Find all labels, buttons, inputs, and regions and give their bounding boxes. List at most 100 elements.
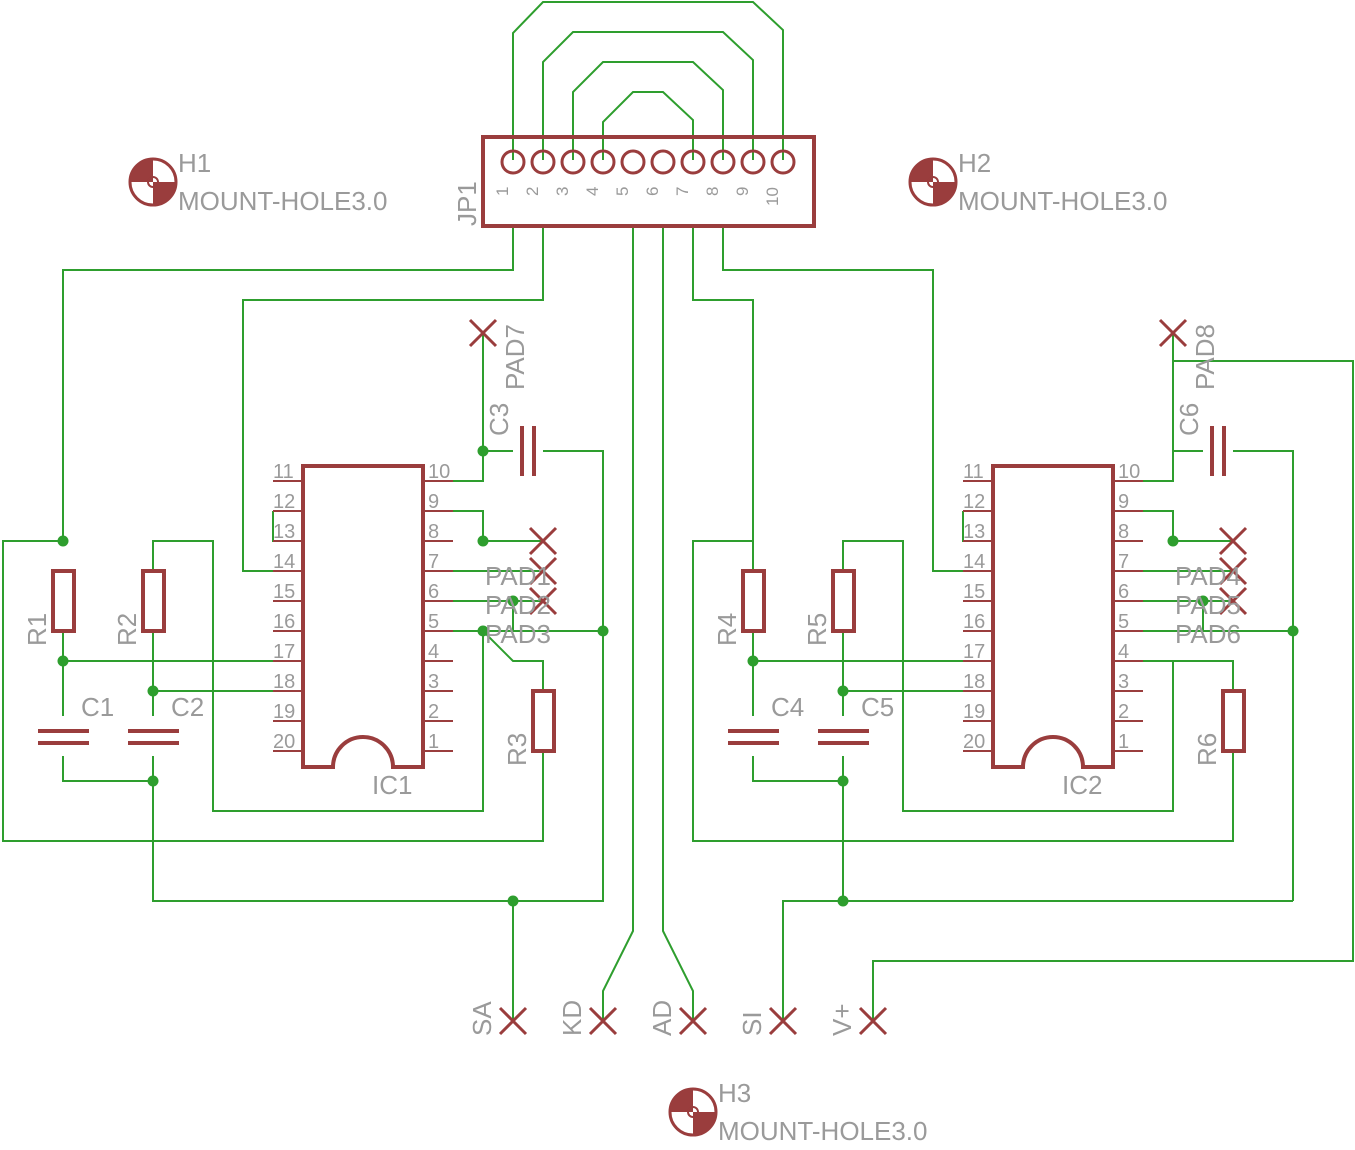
connector-jp1: 1 2 3 4 5 6 7 8 9 10 JP1 — [452, 135, 816, 228]
junction-dot — [147, 685, 159, 697]
resistor-ref-label: R6 — [1192, 733, 1222, 766]
ic-pin-number: 20 — [963, 731, 985, 753]
ic2-body — [991, 464, 1115, 769]
net-r5-top — [842, 540, 1234, 812]
mount-hole-quadrant — [910, 159, 933, 182]
ic1-body — [301, 464, 425, 769]
ic-pin-number: 7 — [428, 551, 439, 573]
pad-label: PAD8 — [1190, 324, 1220, 390]
jp1-pin-2 — [530, 149, 556, 175]
resistor-body — [141, 569, 166, 633]
resistors: R1 R2 R3 R4 R5 R6 — [22, 569, 1246, 766]
jp1-pin-label: 1 — [493, 187, 512, 196]
resistor-ref-label: R2 — [112, 613, 142, 646]
jp1-pin-9 — [740, 149, 766, 175]
pad-x-icon — [468, 318, 498, 348]
resistor-body — [1221, 689, 1246, 753]
pad-label: SI — [737, 1011, 767, 1036]
ic-pin-number: 8 — [1118, 521, 1129, 543]
capacitor-c1: C1 — [38, 692, 114, 745]
mount-hole-quadrant — [153, 182, 176, 205]
mount-hole-quadrant — [933, 182, 956, 205]
junction-dot — [57, 655, 69, 667]
h2-value-label: MOUNT-HOLE3.0 — [958, 186, 1168, 216]
pad-ad: AD — [647, 1000, 708, 1036]
junction-dot — [837, 685, 849, 697]
junction-dot — [477, 625, 489, 637]
jp1-ref-label: JP1 — [452, 181, 482, 226]
h2-ref-label: H2 — [958, 148, 991, 178]
pad-label: PAD3 — [485, 619, 551, 649]
junction-dot — [1167, 535, 1179, 547]
jp1-pin-6 — [650, 149, 676, 175]
net-ic1-10-c3 — [453, 450, 513, 482]
pads: PAD7 PAD8 PAD1 PAD2 PAD3 PAD4 PAD5 PAD6 — [468, 318, 1248, 649]
h1-ref-label: H1 — [178, 148, 211, 178]
jp1-pin-1 — [500, 149, 526, 175]
pad-x-icon — [528, 526, 558, 556]
net-pin8-ic2-15 — [722, 225, 963, 572]
resistor-r4: R4 — [712, 569, 766, 646]
mount-hole-quadrant — [130, 159, 153, 182]
pad-label: PAD7 — [500, 324, 530, 390]
bottom-pads: SA KD AD SI V+ — [467, 1000, 888, 1036]
net-c4-gnd — [752, 756, 843, 782]
ic-pin-number: 16 — [963, 611, 985, 633]
ic-pin-number: 18 — [273, 671, 295, 693]
net-ic2-10-c6 — [1143, 450, 1203, 482]
mount-hole-center — [147, 176, 159, 188]
net-r3-top — [482, 630, 544, 691]
pad-x-icon — [528, 586, 558, 616]
pad-label: PAD4 — [1175, 561, 1241, 591]
resistor-body — [831, 569, 856, 633]
jp1-pin-label: 6 — [643, 187, 662, 196]
ic-pin-number: 17 — [273, 641, 295, 663]
ic-pin-number: 19 — [963, 701, 985, 723]
capacitor-c3: C3 — [484, 403, 536, 476]
jp1-pin-label: 5 — [613, 187, 632, 196]
mount-hole-quadrant — [693, 1112, 716, 1135]
resistor-r3: R3 — [502, 689, 556, 766]
mount-hole-h3: H3 MOUNT-HOLE3.0 — [668, 1078, 928, 1146]
h1-value-label: MOUNT-HOLE3.0 — [178, 186, 388, 216]
capacitor-ref-label: C6 — [1174, 403, 1204, 436]
mount-hole-center — [687, 1106, 699, 1118]
pad-vplus: V+ — [827, 1003, 888, 1036]
ic-pin-number: 8 — [428, 521, 439, 543]
jp1-pin-4 — [590, 149, 616, 175]
ic-pin-number: 12 — [963, 491, 985, 513]
ic-pin-number: 15 — [963, 581, 985, 603]
ic-pin-number: 9 — [1118, 491, 1129, 513]
ic-pin-number: 5 — [1118, 611, 1129, 633]
net-ic1-9-8 — [453, 510, 543, 542]
ic-pin-number: 10 — [1118, 461, 1140, 483]
ic-pin-number: 6 — [1118, 581, 1129, 603]
junction-dot — [1197, 595, 1209, 607]
pad7: PAD7 — [468, 318, 530, 390]
resistor-ref-label: R4 — [712, 613, 742, 646]
h3-value-label: MOUNT-HOLE3.0 — [718, 1116, 928, 1146]
ic-pin-number: 13 — [963, 521, 985, 543]
junction-dot — [477, 445, 489, 457]
net-si — [782, 900, 843, 1021]
resistor-r5: R5 — [802, 569, 856, 646]
mount-hole-h1: H1 MOUNT-HOLE3.0 — [128, 148, 388, 216]
net-pin6-ad — [662, 225, 694, 1021]
jp1-pin-label: 10 — [763, 187, 782, 206]
ic1: 11 12 13 14 15 16 17 18 19 20 10 9 8 7 6… — [273, 461, 453, 800]
pad-x-icon — [1218, 586, 1248, 616]
net-pin7-r4 — [692, 225, 754, 571]
h3-ref-label: H3 — [718, 1078, 751, 1108]
pad-label: SA — [467, 1001, 497, 1036]
capacitor-ref-label: C5 — [861, 692, 894, 722]
resistor-r1: R1 — [22, 569, 76, 646]
net-r4-bottom — [752, 631, 963, 662]
capacitor-ref-label: C1 — [81, 692, 114, 722]
ic-pin-number: 17 — [963, 641, 985, 663]
ic-pin-number: 18 — [963, 671, 985, 693]
net-c3-right — [513, 450, 604, 902]
net-c6-right — [1233, 450, 1294, 901]
jp1-pin-5 — [620, 149, 646, 175]
net-r1-bottom — [62, 631, 273, 662]
